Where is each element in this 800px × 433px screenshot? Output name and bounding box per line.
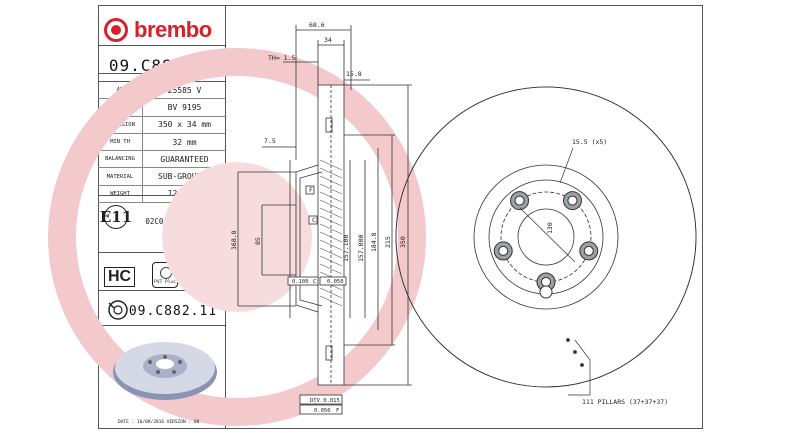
dim-holes: 15.5 (x5)	[572, 138, 607, 146]
tol-flatness: 0.050	[314, 408, 331, 414]
locator-hole	[539, 285, 553, 299]
dim-d157b: 157.000	[357, 235, 365, 262]
ece-mark-icon: E11	[100, 205, 132, 229]
disc-profile-icon	[108, 300, 128, 320]
watermark-logo-icon	[48, 48, 426, 426]
dim-d184: 184.8	[370, 232, 378, 252]
disc-section-view	[237, 25, 412, 415]
dim-pillars: 111 PILLARS (37+37+37)	[582, 398, 668, 406]
dim-overall-width: 68.6	[309, 21, 325, 29]
bolt-hole-bore	[583, 245, 594, 256]
brand-logo: brembo	[104, 15, 222, 45]
bolt-hole-bore	[567, 195, 578, 206]
bolt-hole-bore	[541, 277, 551, 287]
spec-row: MIN TH 32 mm	[98, 133, 226, 152]
ref-c: C	[312, 216, 316, 224]
tol-runout-ref: C	[313, 279, 316, 285]
spec-key: MATERIAL	[98, 168, 143, 185]
spec-row: BALANCING GUARANTEED	[98, 151, 226, 169]
hc-badge: HC	[104, 267, 136, 287]
dim-offset: 15.8	[346, 70, 362, 78]
spec-value: SUB-GROUP 2	[158, 172, 211, 182]
spec-value: GUARANTEED	[160, 154, 209, 164]
disc-front-view	[395, 86, 697, 388]
bolt-holes	[493, 191, 599, 292]
spec-value: 350 x 34 mm	[158, 120, 211, 130]
dim-d168: 168.8	[230, 230, 238, 250]
bolt-hole-bore	[514, 195, 525, 206]
tol-runout: 0.100	[292, 279, 309, 285]
dim-th-label: TH= 1.5	[268, 54, 295, 62]
tol-parallel: 0.050	[327, 279, 344, 285]
spec-value: 32 mm	[172, 137, 197, 147]
ref-f: F	[309, 186, 313, 194]
dim-d157a: 157.100	[342, 235, 350, 262]
pvt-label: PVT Plus	[154, 280, 176, 285]
dim-d215: 215	[384, 236, 392, 248]
tol-flatness-ref: F	[336, 408, 339, 414]
disc-photo	[113, 342, 217, 400]
spec-key: MIN TH	[98, 133, 143, 151]
dim-hat: 7.5	[264, 137, 276, 145]
part-number-bottom: 09.C882.11	[128, 304, 218, 319]
spec-row: MATERIAL SUB-GROUP 2	[98, 168, 226, 186]
spec-value: BV 9195	[167, 102, 202, 112]
bolt-hole-bore	[498, 245, 509, 256]
dim-d350: 350	[399, 236, 407, 248]
tol-dtv: DTV 0.015	[310, 398, 340, 404]
dim-thickness: 34	[324, 36, 332, 44]
spec-key: WEIGHT	[98, 185, 143, 203]
date-version: DATE : 16/09/2016 VERSION : 00	[118, 420, 200, 425]
spec-key: BALANCING	[98, 151, 143, 168]
dim-d85: 85	[254, 237, 262, 245]
dim-pcd: 130	[546, 222, 554, 234]
brand-name: brembo	[134, 17, 212, 42]
spec-value: 25585 V	[167, 85, 202, 95]
brembo-logo-icon	[104, 18, 128, 42]
